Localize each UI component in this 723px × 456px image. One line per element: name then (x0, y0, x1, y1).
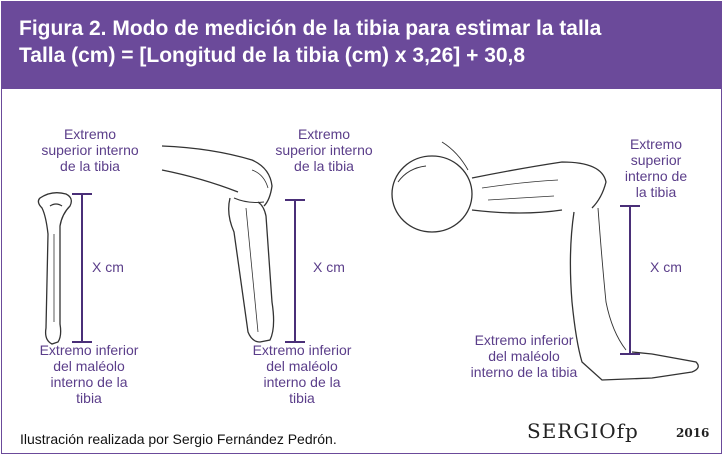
panel3-bottom-label: Extremo inferior del maléolo interno de … (454, 332, 594, 380)
panel2-bottom-line2: del maléolo (266, 358, 338, 374)
panel3-top-line4: la tibia (635, 184, 677, 200)
panel1-bottom-line1: Extremo inferior (39, 342, 139, 358)
panel2-top-line2: superior interno (275, 142, 373, 158)
panel2-top-label: Extremo superior interno de la tibia (264, 126, 384, 174)
figure-title: Figura 2. Modo de medición de la tibia p… (19, 17, 602, 40)
panel2-measure-label: X cm (313, 259, 345, 275)
leg-with-foot-drawing (391, 141, 699, 381)
figure-header: Figura 2. Modo de medición de la tibia p… (2, 2, 721, 89)
panel1-top-line2: superior interno (41, 142, 139, 158)
panel1-top-line1: Extremo (63, 126, 117, 142)
panel1-bottom-line3: interno de la (50, 374, 128, 390)
measurement-lines (72, 193, 640, 355)
panel2-bottom-label: Extremo inferior del maléolo interno de … (237, 342, 367, 406)
panel2-bottom-line1: Extremo inferior (252, 342, 352, 358)
tibia-bone-drawing (37, 192, 72, 345)
panel2-top-line1: Extremo (297, 126, 351, 142)
panel2-top-line3: de la tibia (294, 158, 354, 174)
panel1-measure-label: X cm (92, 259, 124, 275)
panel3-top-line3: interno de (624, 168, 688, 184)
bent-leg-drawing (161, 145, 275, 343)
panel1-bottom-line2: del maléolo (53, 358, 125, 374)
panel3-top-label: Extremo superior interno de la tibia (606, 136, 706, 200)
artist-signature: SERGIOfp (527, 419, 639, 443)
panel2-bottom-line3: interno de la (263, 374, 341, 390)
panel1-bottom-line4: tibia (76, 390, 102, 406)
panel1-bottom-label: Extremo inferior del maléolo interno de … (24, 342, 154, 406)
panel3-bottom-line2: del maléolo (488, 348, 560, 364)
panel3-top-line1: Extremo (629, 136, 683, 152)
figure-formula: Talla (cm) = [Longitud de la tibia (cm) … (19, 44, 526, 67)
panel3-bottom-line3: interno de la tibia (470, 364, 578, 380)
panel3-measure-label: X cm (650, 259, 682, 275)
panel1-top-label: Extremo superior interno de la tibia (30, 126, 150, 174)
panel3-bottom-line1: Extremo inferior (474, 332, 574, 348)
illustration-credit: Ilustración realizada por Sergio Fernánd… (20, 431, 337, 447)
panel3-top-line2: superior (630, 152, 682, 168)
panel2-bottom-line4: tibia (289, 390, 315, 406)
panel1-top-line3: de la tibia (60, 158, 120, 174)
signature-year: 2016 (676, 426, 710, 440)
